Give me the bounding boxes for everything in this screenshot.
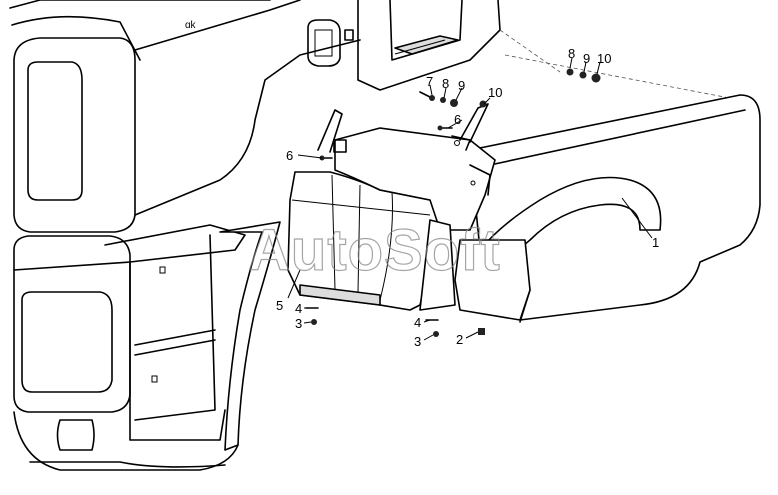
leader-lines — [287, 57, 653, 341]
callout-1: 1 — [652, 235, 659, 250]
wheel-arch-mudguard — [454, 94, 761, 323]
callout-9-top: 9 — [583, 51, 590, 66]
reference-line — [499, 29, 561, 73]
callout-9-center: 9 — [458, 78, 465, 93]
callout-labels: 1 2 3 3 4 4 5 6 6 7 8 8 9 9 10 10 — [276, 46, 659, 349]
watermark-text: AutoSoft — [248, 218, 501, 283]
splash-shield — [287, 127, 496, 311]
callout-2: 2 — [456, 332, 463, 347]
reference-line — [504, 54, 741, 101]
callout-8-center: 8 — [442, 76, 449, 91]
cab-body: ɑk — [9, 0, 361, 471]
svg-text:ɑk: ɑk — [185, 20, 197, 31]
callout-4-left: 4 — [295, 301, 302, 316]
callout-7: 7 — [426, 74, 433, 89]
callout-10-top: 10 — [597, 51, 611, 66]
callout-6-right: 6 — [454, 112, 461, 127]
callout-3-left: 3 — [295, 316, 302, 331]
rear-step-panel — [357, 0, 501, 91]
callout-5: 5 — [276, 298, 283, 313]
callout-6-left: 6 — [286, 148, 293, 163]
callout-3-right: 3 — [414, 334, 421, 349]
callout-8-top: 8 — [568, 46, 575, 61]
callout-10-center: 10 — [488, 85, 502, 100]
callout-4-right: 4 — [414, 315, 421, 330]
